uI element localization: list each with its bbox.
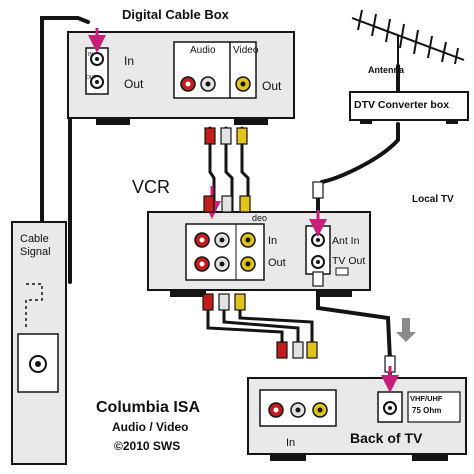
av-cable-cablebox-vcr-2 <box>224 126 234 214</box>
tv-vhf-uhf-label: VHF/UHF <box>410 394 443 403</box>
vcr-av-out-jacks <box>194 256 256 272</box>
tv-ohm-label: 75 Ohm <box>412 406 442 415</box>
vcr-label: VCR <box>132 177 171 197</box>
vcr-tv-out-label: TV Out <box>332 255 366 267</box>
cable-signal-line1: Cable <box>20 233 49 245</box>
vcr-ant-in-label: Ant In <box>332 235 360 247</box>
cable-wall-outlet <box>11 221 67 465</box>
local-tv-label: Local TV <box>412 194 454 205</box>
digital-cable-box <box>67 28 295 125</box>
rca-plugs-vcr-bottom <box>202 293 246 311</box>
cable-box-out-small-label: OUT <box>86 75 97 81</box>
vcr-out-label: Out <box>268 257 286 269</box>
vcr-in-label: In <box>268 235 278 247</box>
vcr-video-label: deo <box>252 213 268 223</box>
cable-box-out-label: Out <box>124 77 144 91</box>
rca-plugs-vcr-top <box>203 195 251 213</box>
down-arrow-icon <box>396 318 416 342</box>
rca-plugs-cablebox <box>204 127 248 145</box>
digital-cable-box-title: Digital Cable Box <box>122 7 229 22</box>
vcr-av-in-jacks <box>194 232 256 248</box>
av-cable-vcr-tv-1 <box>206 308 284 344</box>
cable-box-av-out-label: Out <box>262 79 282 93</box>
vcr-unit <box>147 186 371 297</box>
cable-box-in-small-label: IN <box>88 52 93 58</box>
cable-box-video-label: Video <box>233 45 259 56</box>
antenna-label: Antenna <box>368 65 404 75</box>
av-cable-cablebox-vcr-1 <box>208 126 216 214</box>
cable-box-in-label: In <box>124 54 135 68</box>
cable-signal-line2: Signal <box>20 246 51 258</box>
rca-plugs-tv <box>276 341 318 359</box>
cable-box-audio-label: Audio <box>190 45 216 56</box>
back-of-tv-label: Back of TV <box>350 430 423 446</box>
back-of-tv <box>247 366 467 461</box>
tv-in-label: In <box>286 437 296 449</box>
av-cable-vcr-tv-3 <box>238 308 314 344</box>
antenna-icon <box>351 9 465 66</box>
dtv-converter-label: DTV Converter box <box>354 99 450 111</box>
credit-org: Columbia ISA <box>96 399 201 416</box>
credit-copyright: ©2010 SWS <box>114 439 181 453</box>
av-cable-cablebox-vcr-3 <box>240 126 250 214</box>
av-cable-vcr-tv-2 <box>222 308 300 344</box>
credit-subtitle: Audio / Video <box>112 420 189 434</box>
dtv-converter-box <box>349 91 469 124</box>
